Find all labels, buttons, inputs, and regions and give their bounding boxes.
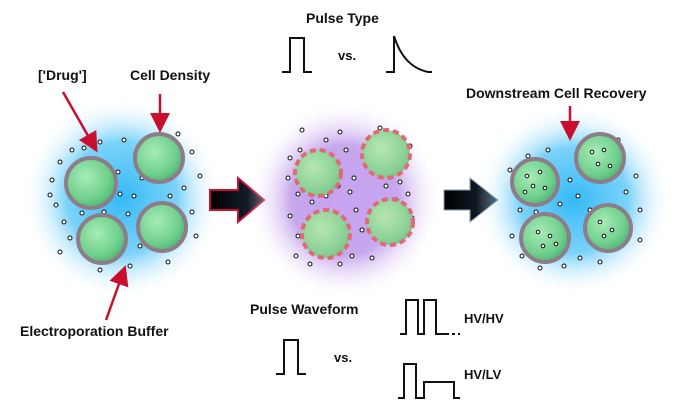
cell — [76, 213, 128, 265]
electroporation-glow — [247, 100, 443, 300]
buffer-cells — [64, 132, 188, 265]
internalized-drug — [522, 147, 615, 249]
cell — [519, 212, 571, 264]
pulse-waveform-label: Pulse Waveform — [250, 301, 358, 317]
permeabilized-cell — [293, 148, 343, 198]
cell — [574, 132, 626, 184]
recovered-cells — [510, 132, 633, 264]
pulse-waveform-vs-label: vs. — [334, 350, 352, 365]
cell — [133, 132, 185, 184]
cell — [64, 156, 118, 210]
permeabilized-cell — [365, 197, 415, 247]
permeabilized-cell — [360, 128, 412, 180]
electroporation-buffer-label: Electroporation Buffer — [20, 323, 169, 339]
downstream-cell-recovery-label: Downstream Cell Recovery — [466, 85, 647, 101]
recovery-glow — [476, 104, 672, 296]
cell — [510, 157, 560, 207]
hv-lv-pulse-icon — [398, 363, 460, 399]
buffer-glow — [22, 96, 222, 300]
electroporation-panel — [247, 100, 443, 300]
drug-pointer-arrow — [61, 91, 98, 153]
cell — [136, 201, 188, 253]
buffer-pointer-arrow — [104, 265, 129, 321]
drug-molecules — [285, 125, 415, 267]
hv-lv-label: HV/LV — [464, 367, 502, 382]
recovery-panel — [476, 104, 672, 296]
permeabilized-cell — [300, 208, 352, 260]
buffer-panel — [22, 96, 222, 300]
hv-hv-pulse-train-icon — [400, 299, 446, 335]
drug-label: ['Drug'] — [38, 67, 87, 83]
exponential-decay-pulse-icon — [386, 35, 432, 73]
electroporated-cells — [293, 128, 415, 260]
pulse-type-label: Pulse Type — [306, 10, 379, 26]
cell-density-label: Cell Density — [130, 67, 210, 83]
pulse-type-vs-label: vs. — [338, 48, 356, 63]
hv-hv-label: HV/HV — [464, 311, 504, 326]
drug-molecules — [507, 137, 643, 271]
cell — [583, 203, 633, 253]
single-pulse-icon — [276, 339, 306, 375]
square-pulse-icon — [282, 37, 312, 73]
